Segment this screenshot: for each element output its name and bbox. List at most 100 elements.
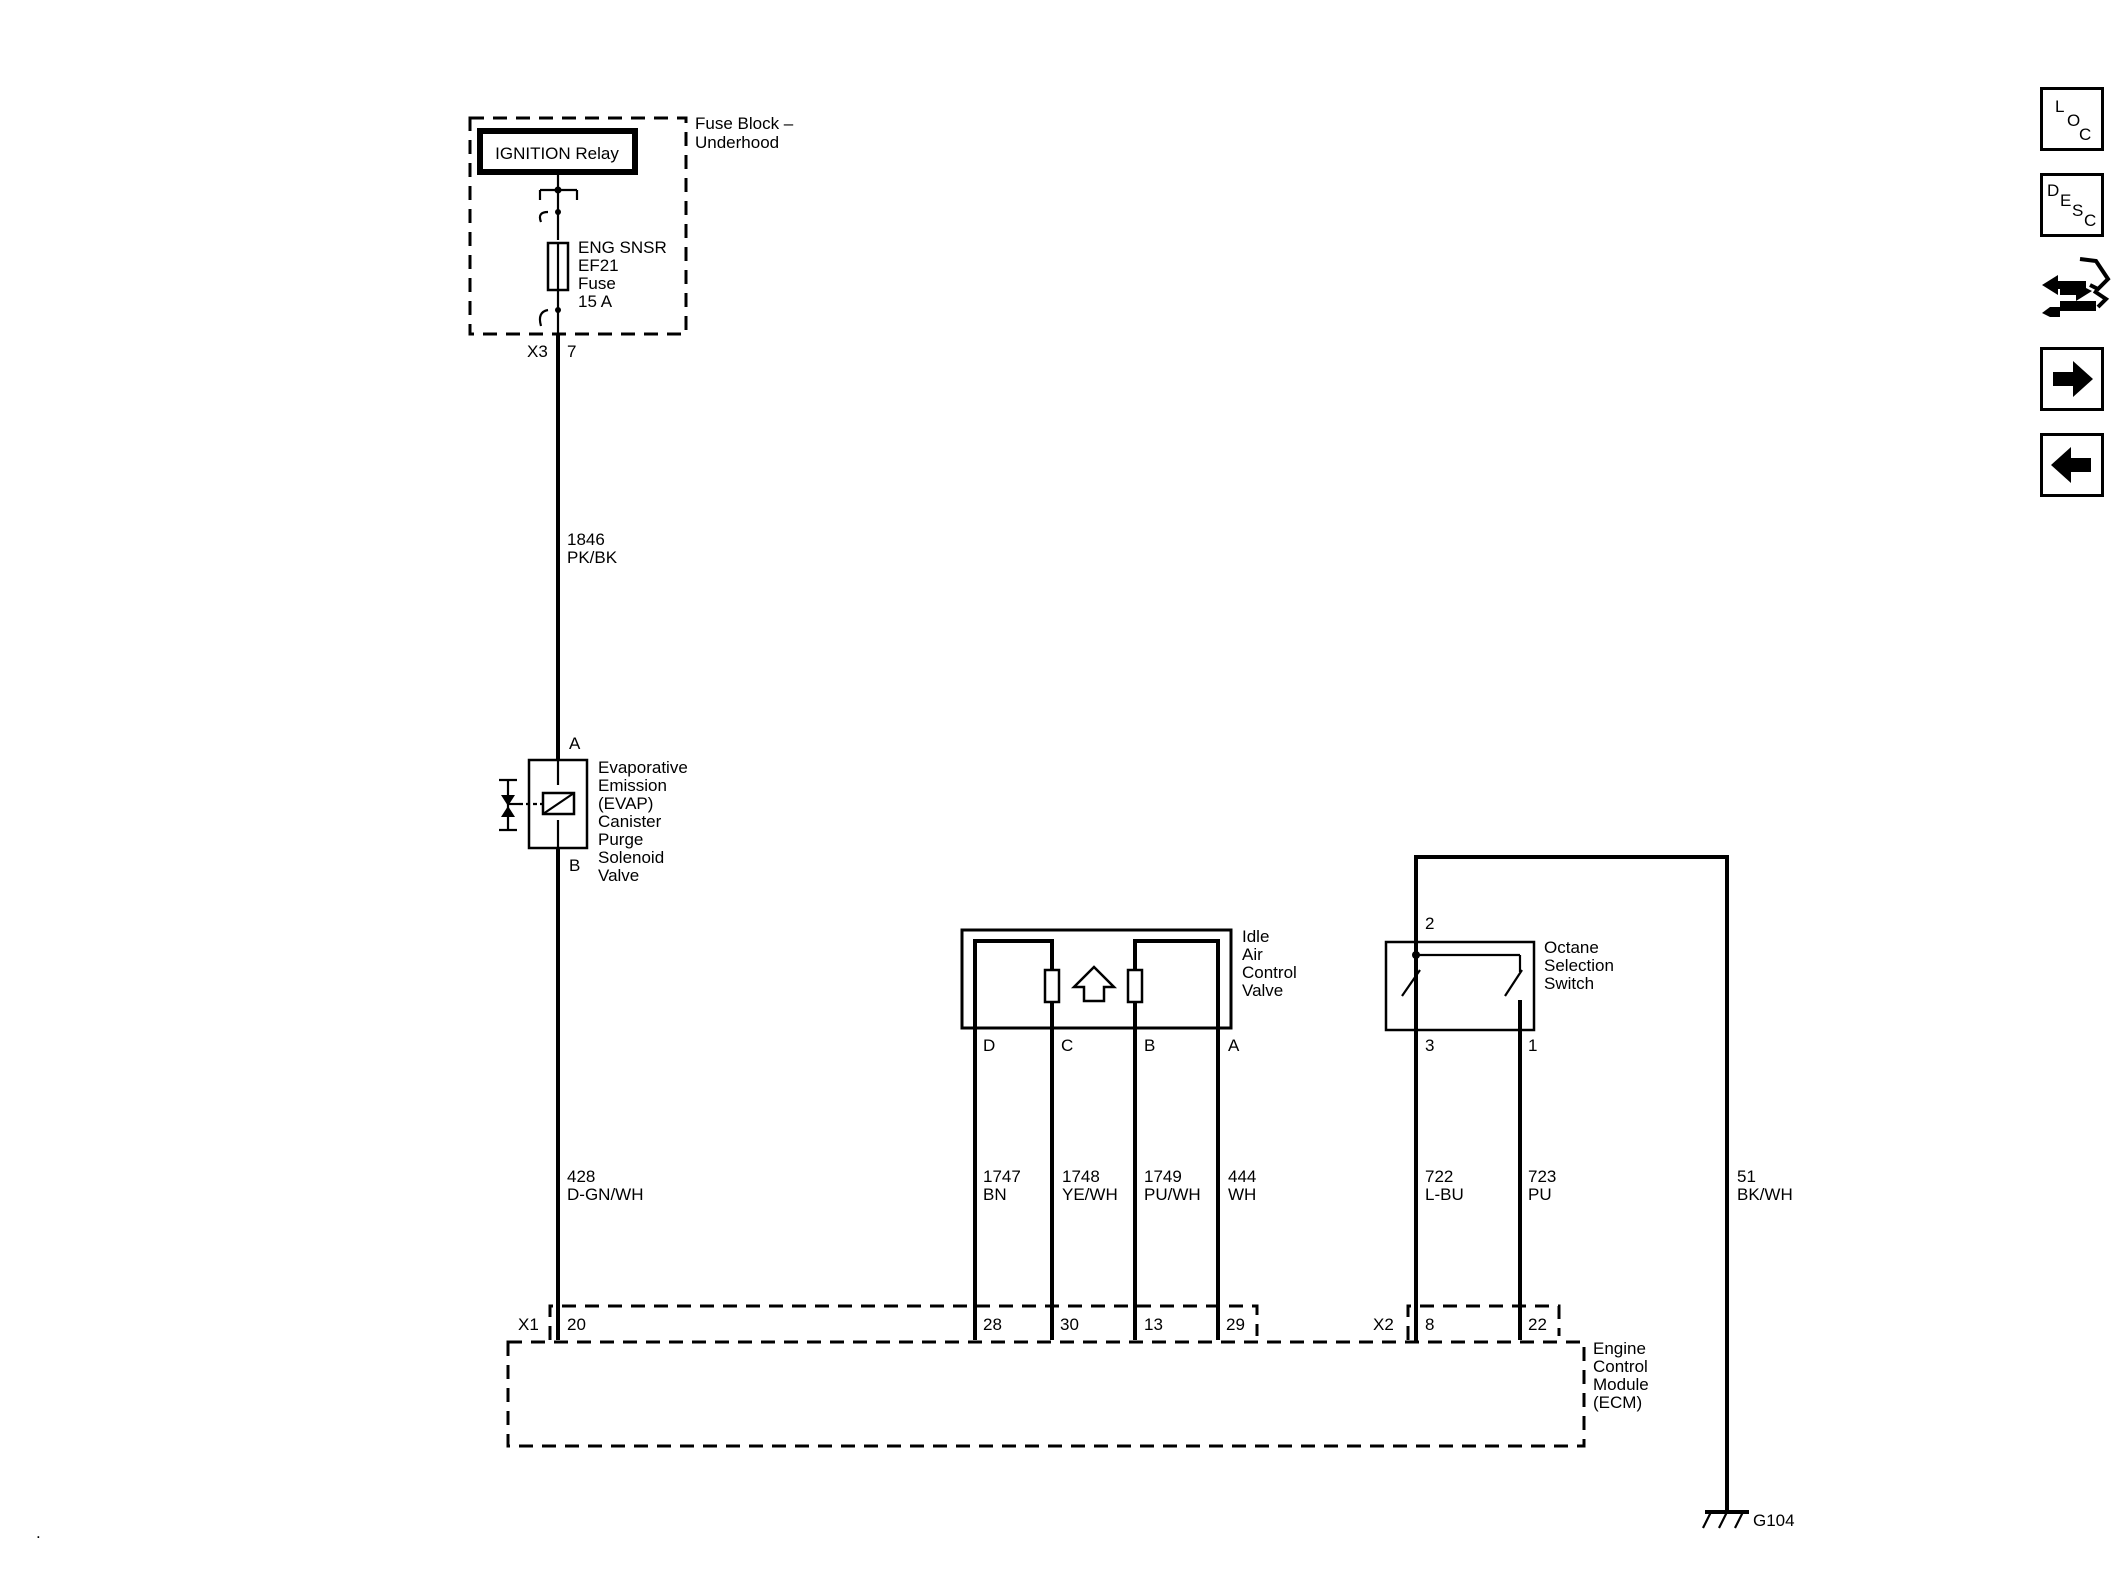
ignition-relay-label: IGNITION Relay xyxy=(495,144,619,163)
ecm-pin-29: 29 xyxy=(1226,1315,1245,1334)
wire-1748-color: YE/WH xyxy=(1062,1185,1118,1204)
wire-723-color: PU xyxy=(1528,1185,1552,1204)
wire-428-circuit: 428 xyxy=(567,1167,595,1186)
arrow-right-icon xyxy=(2053,361,2093,397)
engine-control-module: X1 20 28 30 13 29 X2 8 22 Engine Control… xyxy=(506,1304,1649,1448)
connector-icon xyxy=(2042,257,2111,317)
iac-label-4: Valve xyxy=(1242,981,1283,1000)
fuse-block-outline xyxy=(468,116,688,336)
wire-1748-circuit: 1748 xyxy=(1062,1167,1100,1186)
evap-label-1: Evaporative xyxy=(598,758,688,777)
connector-hook-upper xyxy=(538,210,549,223)
desc-button[interactable]: D E S C xyxy=(2040,173,2104,237)
octane-pin-2: 2 xyxy=(1425,914,1434,933)
iac-coil-wire-left-outer xyxy=(973,939,1054,1028)
ecm-pin-13: 13 xyxy=(1144,1315,1163,1334)
connector-button[interactable] xyxy=(2036,255,2112,331)
octane-label-1: Octane xyxy=(1544,938,1599,957)
iac-label-1: Idle xyxy=(1242,927,1269,946)
wire-1846-circuit: 1846 xyxy=(567,530,605,549)
wire-444-circuit: 444 xyxy=(1228,1167,1256,1186)
iac-label-2: Air xyxy=(1242,945,1263,964)
ecm-pin-22: 22 xyxy=(1528,1315,1547,1334)
iac-coil-left xyxy=(1043,968,1061,1004)
wire-1747-color: BN xyxy=(983,1185,1007,1204)
fuse-label-4: 15 A xyxy=(578,292,613,311)
evap-label-6: Solenoid xyxy=(598,848,664,867)
wire-444-color: WH xyxy=(1228,1185,1256,1204)
svg-text:O: O xyxy=(2067,111,2080,130)
evap-label-4: Canister xyxy=(598,812,662,831)
ecm-outline xyxy=(506,1340,1586,1448)
fuse-block-subtitle: Underhood xyxy=(695,133,779,152)
wire-722-circuit: 722 xyxy=(1425,1167,1453,1186)
ecm-label-4: (ECM) xyxy=(1593,1393,1642,1412)
ecm-label-2: Control xyxy=(1593,1357,1648,1376)
fuse-label-3: Fuse xyxy=(578,274,616,293)
pin-7-label: 7 xyxy=(567,342,576,361)
octane-switch-body xyxy=(1384,940,1536,1032)
evap-label-5: Purge xyxy=(598,830,643,849)
octane-pin-1: 1 xyxy=(1528,1036,1537,1055)
fuse-label-1: ENG SNSR xyxy=(578,238,667,257)
svg-text:L: L xyxy=(2055,97,2064,116)
ignition-relay-box xyxy=(477,128,638,175)
ecm-pin-28: 28 xyxy=(983,1315,1002,1334)
octane-switch-blade-right xyxy=(1504,969,1523,997)
wire-51-color: BK/WH xyxy=(1737,1185,1793,1204)
svg-text:C: C xyxy=(2079,125,2091,144)
evap-solenoid: A B Evaporative Emission (EVAP) Canister… xyxy=(499,734,688,885)
solenoid-coil-diagonal xyxy=(542,792,575,815)
arrow-left-icon xyxy=(2051,447,2091,483)
desc-icon: D E S C xyxy=(2047,181,2096,230)
svg-text:.: . xyxy=(36,1523,41,1542)
wire-1846-color: PK/BK xyxy=(567,548,618,567)
ground-g104: G104 xyxy=(1702,1510,1795,1530)
connector-hook-lower xyxy=(538,308,549,327)
connector-x3-label: X3 xyxy=(527,342,548,361)
wire-722-color: L-BU xyxy=(1425,1185,1464,1204)
loc-button[interactable]: L O C xyxy=(2040,87,2104,151)
iac-label-3: Control xyxy=(1242,963,1297,982)
evap-label-7: Valve xyxy=(598,866,639,885)
back-button[interactable] xyxy=(2040,433,2104,497)
ecm-label-3: Module xyxy=(1593,1375,1649,1394)
iac-coil-right xyxy=(1126,968,1144,1004)
iac-pin-c: C xyxy=(1061,1036,1073,1055)
octane-label-2: Selection xyxy=(1544,956,1614,975)
fuse-block-title: Fuse Block – xyxy=(695,114,794,133)
wire-51-circuit: 51 xyxy=(1737,1167,1756,1186)
wire-723-circuit: 723 xyxy=(1528,1167,1556,1186)
wire-1749-color: PU/WH xyxy=(1144,1185,1201,1204)
ground-label: G104 xyxy=(1753,1511,1795,1530)
fuse-block: IGNITION Relay Fuse Block – Underhood EN… xyxy=(468,114,794,361)
iac-pin-d: D xyxy=(983,1036,995,1055)
ecm-pin-30: 30 xyxy=(1060,1315,1079,1334)
octane-pin-3: 3 xyxy=(1425,1036,1434,1055)
svg-text:C: C xyxy=(2084,211,2096,230)
iac-coil-wire-right-outer xyxy=(1133,939,1220,1028)
evap-pin-b: B xyxy=(569,856,580,875)
evap-label-2: Emission xyxy=(598,776,667,795)
ecm-label-1: Engine xyxy=(1593,1339,1646,1358)
iac-pin-b: B xyxy=(1144,1036,1155,1055)
relay-junction-dot xyxy=(554,186,562,194)
svg-text:S: S xyxy=(2072,201,2083,220)
ecm-pin-8: 8 xyxy=(1425,1315,1434,1334)
ecm-connector-x2: X2 xyxy=(1373,1315,1394,1334)
next-button[interactable] xyxy=(2040,347,2104,411)
wire-428-color: D-GN/WH xyxy=(567,1185,643,1204)
wire-1749-circuit: 1749 xyxy=(1144,1167,1182,1186)
svg-text:E: E xyxy=(2060,191,2071,210)
wire-1747-circuit: 1747 xyxy=(983,1167,1021,1186)
evap-label-3: (EVAP) xyxy=(598,794,653,813)
svg-text:D: D xyxy=(2047,181,2059,200)
loc-icon: L O C xyxy=(2055,97,2091,144)
evap-pin-a: A xyxy=(569,734,581,753)
ecm-connector-x1: X1 xyxy=(518,1315,539,1334)
fuse-label-2: EF21 xyxy=(578,256,619,275)
ecm-pin-20: 20 xyxy=(567,1315,586,1334)
iac-pin-a: A xyxy=(1228,1036,1240,1055)
octane-label-3: Switch xyxy=(1544,974,1594,993)
